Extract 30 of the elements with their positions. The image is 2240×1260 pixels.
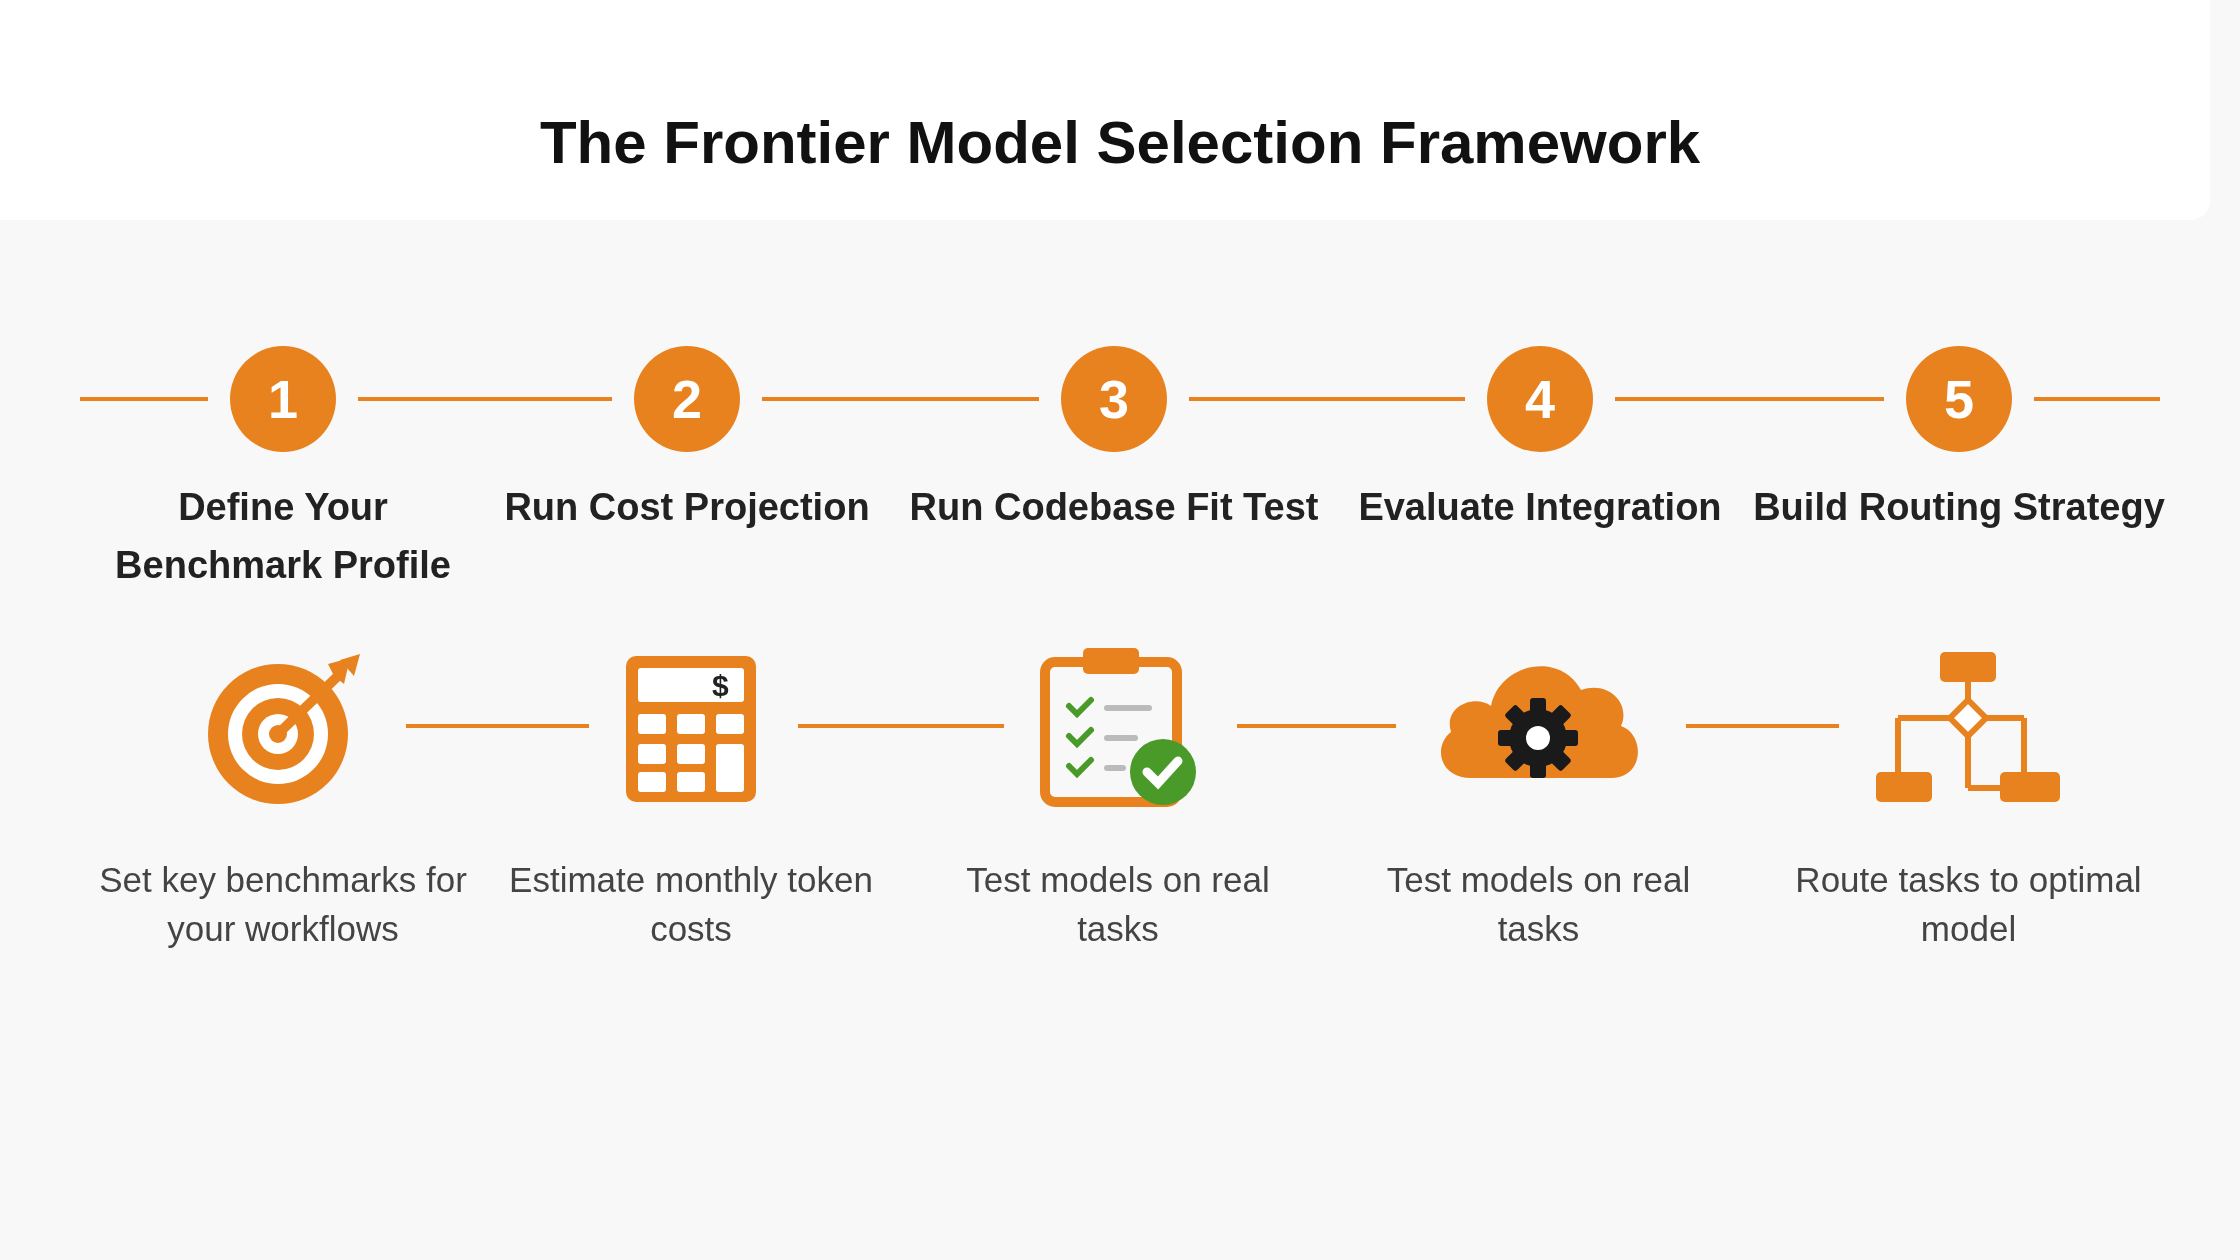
clipboard-check-icon bbox=[1039, 646, 1197, 808]
step-number-circle: 3 bbox=[1061, 346, 1167, 452]
title: The Frontier Model Selection Framework bbox=[538, 108, 1702, 177]
connector-line bbox=[1686, 724, 1839, 728]
connector-line bbox=[80, 397, 208, 401]
step-description: Set key benchmarks for your workflows bbox=[98, 859, 468, 950]
step-title: Evaluate Integration bbox=[1357, 485, 1723, 530]
calculator-icon bbox=[624, 654, 758, 804]
step-number-circle: 5 bbox=[1906, 346, 2012, 452]
step-number-circle: 1 bbox=[230, 346, 336, 452]
connector-line bbox=[406, 724, 589, 728]
connector-line bbox=[1615, 397, 1884, 401]
connector-line bbox=[2034, 397, 2160, 401]
flowchart-icon bbox=[1874, 650, 2063, 804]
step-description: Test models on real tasks bbox=[1385, 859, 1692, 950]
step-description: Route tasks to optimal model bbox=[1794, 859, 2143, 950]
step-title: Run Cost Projection bbox=[503, 485, 871, 530]
connector-line bbox=[1189, 397, 1465, 401]
step-title: Build Routing Strategy bbox=[1752, 485, 2166, 530]
connector-line bbox=[762, 397, 1039, 401]
step-description: Test models on real tasks bbox=[965, 859, 1271, 950]
step-number-circle: 4 bbox=[1487, 346, 1593, 452]
connector-line bbox=[1237, 724, 1396, 728]
step-title: Run Codebase Fit Test bbox=[908, 485, 1320, 530]
step-number-circle: 2 bbox=[634, 346, 740, 452]
dollar-sign: $ bbox=[712, 669, 729, 703]
step-title: Define Your Benchmark Profile bbox=[114, 485, 452, 588]
step-description: Estimate monthly token costs bbox=[508, 859, 874, 950]
connector-line bbox=[358, 397, 612, 401]
connector-line bbox=[798, 724, 1004, 728]
